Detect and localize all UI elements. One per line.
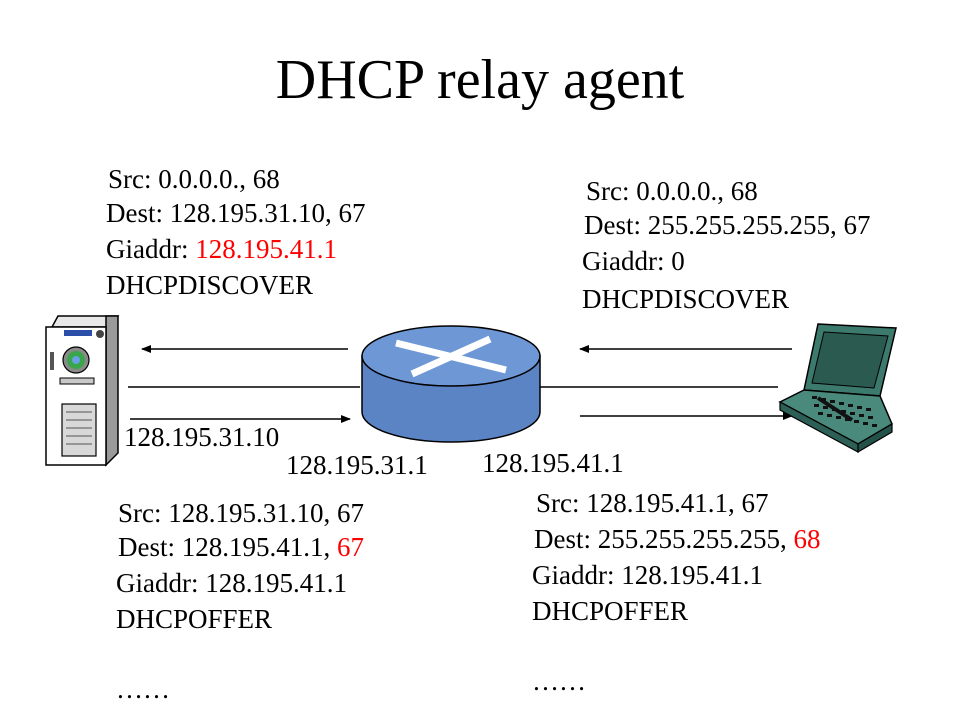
relay-discover-giaddr: Giaddr: 128.195.41.1 [106, 236, 337, 263]
relay-discover-src: Src: 0.0.0.0., 68 [108, 164, 280, 194]
client-discover-msg: DHCPDISCOVER [582, 284, 790, 314]
dest-prefix: Dest: 255.255.255.255, [534, 524, 794, 554]
client-discover-src: Src: 0.0.0.0., 68 [586, 176, 758, 206]
server-tower-icon [45, 315, 120, 467]
server-offer-giaddr: Giaddr: 128.195.41.1 [116, 568, 347, 598]
dest-prefix: Dest: 128.195.41.1, [118, 532, 337, 562]
relay-offer-src: Src: 128.195.41.1, 67 [536, 488, 769, 518]
relay-offer-ellipsis: …… [532, 666, 586, 696]
relay-offer-msg: DHCPOFFER [532, 596, 689, 626]
server-offer-dest: Dest: 128.195.41.1, 67 [118, 534, 364, 561]
server-address: 128.195.31.10 [124, 422, 280, 452]
router-icon [361, 325, 541, 443]
server-offer-src: Src: 128.195.31.10, 67 [118, 498, 364, 528]
server-offer-ellipsis: …… [116, 674, 170, 704]
dest-port: 68 [793, 524, 821, 554]
dest-port: 67 [337, 532, 364, 562]
relay-offer-dest: Dest: 255.255.255.255, 68 [534, 526, 821, 553]
client-discover-giaddr: Giaddr: 0 [582, 246, 685, 276]
giaddr-value: 128.195.41.1 [195, 234, 337, 264]
relay-left-address: 128.195.31.1 [286, 450, 428, 480]
giaddr-label: Giaddr: [106, 234, 196, 264]
relay-discover-msg: DHCPDISCOVER [106, 270, 314, 300]
relay-offer-giaddr: Giaddr: 128.195.41.1 [532, 560, 763, 590]
client-discover-dest: Dest: 255.255.255.255, 67 [584, 210, 871, 240]
server-offer-msg: DHCPOFFER [116, 604, 273, 634]
relay-right-address: 128.195.41.1 [482, 448, 624, 478]
page-title: DHCP relay agent [275, 49, 685, 111]
relay-discover-dest: Dest: 128.195.31.10, 67 [106, 198, 366, 228]
laptop-icon [778, 323, 897, 454]
